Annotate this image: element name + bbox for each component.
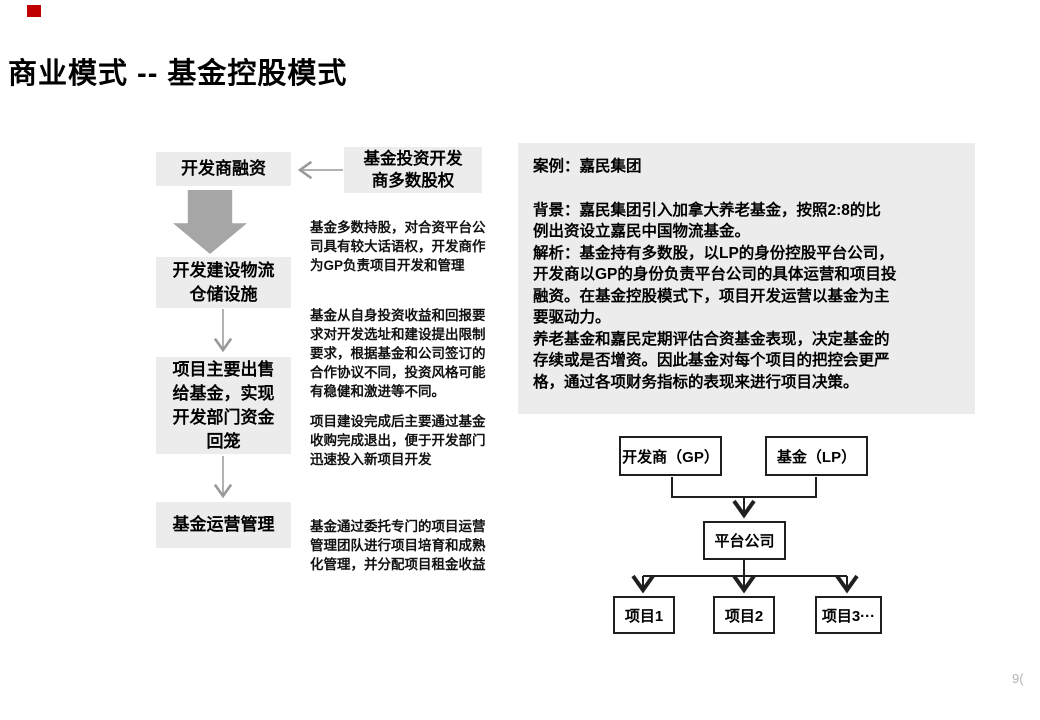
flow-step-build-logistics: 开发建设物流 仓储设施	[156, 257, 291, 308]
note-majority-holding: 基金多数持股，对合资平台公 司具有较大话语权，开发商作 为GP负责项目开发和管理	[310, 220, 486, 273]
flow-step-developer-financing: 开发商融资	[156, 152, 291, 186]
org-box-project3: 项目3···	[815, 596, 882, 634]
flow-step-fund-operation: 基金运营管理	[156, 502, 291, 548]
note-exit-via-fund: 项目建设完成后主要通过基金 收购完成退出，便于开发部门 迅速投入新项目开发	[310, 414, 486, 467]
case-body: 背景：嘉民集团引入加拿大养老基金，按照2:8的比 例出资设立嘉民中国物流基金。 …	[533, 201, 897, 391]
org-box-project2: 项目2	[713, 596, 775, 634]
block-down-arrow-icon	[173, 190, 247, 254]
org-box-project1: 项目1	[613, 596, 675, 634]
org-box-fund-lp: 基金（LP）	[765, 436, 868, 476]
flow-input-fund-invests: 基金投资开发 商多数股权	[344, 147, 482, 193]
org-box-platform-company: 平台公司	[703, 521, 786, 560]
accent-square	[27, 5, 41, 17]
flow-step-sell-to-fund: 项目主要出售 给基金，实现 开发部门资金 回笼	[156, 357, 291, 454]
page-title: 商业模式 -- 基金控股模式	[8, 58, 348, 90]
case-title: 案例：嘉民集团	[533, 158, 642, 175]
page-number: 9(	[1012, 671, 1024, 686]
case-panel: 案例：嘉民集团 背景：嘉民集团引入加拿大养老基金，按照2:8的比 例出资设立嘉民…	[518, 143, 975, 414]
note-operation-team: 基金通过委托专门的项目运营 管理团队进行项目培育和成熟 化管理，并分配项目租金收…	[310, 519, 486, 572]
org-connector-top	[671, 477, 817, 498]
note-investment-requirements: 基金从自身投资收益和回报要 求对开发选址和建设提出限制 要求，根据基金和公司签订…	[310, 308, 486, 399]
org-box-developer-gp: 开发商（GP）	[619, 436, 722, 476]
